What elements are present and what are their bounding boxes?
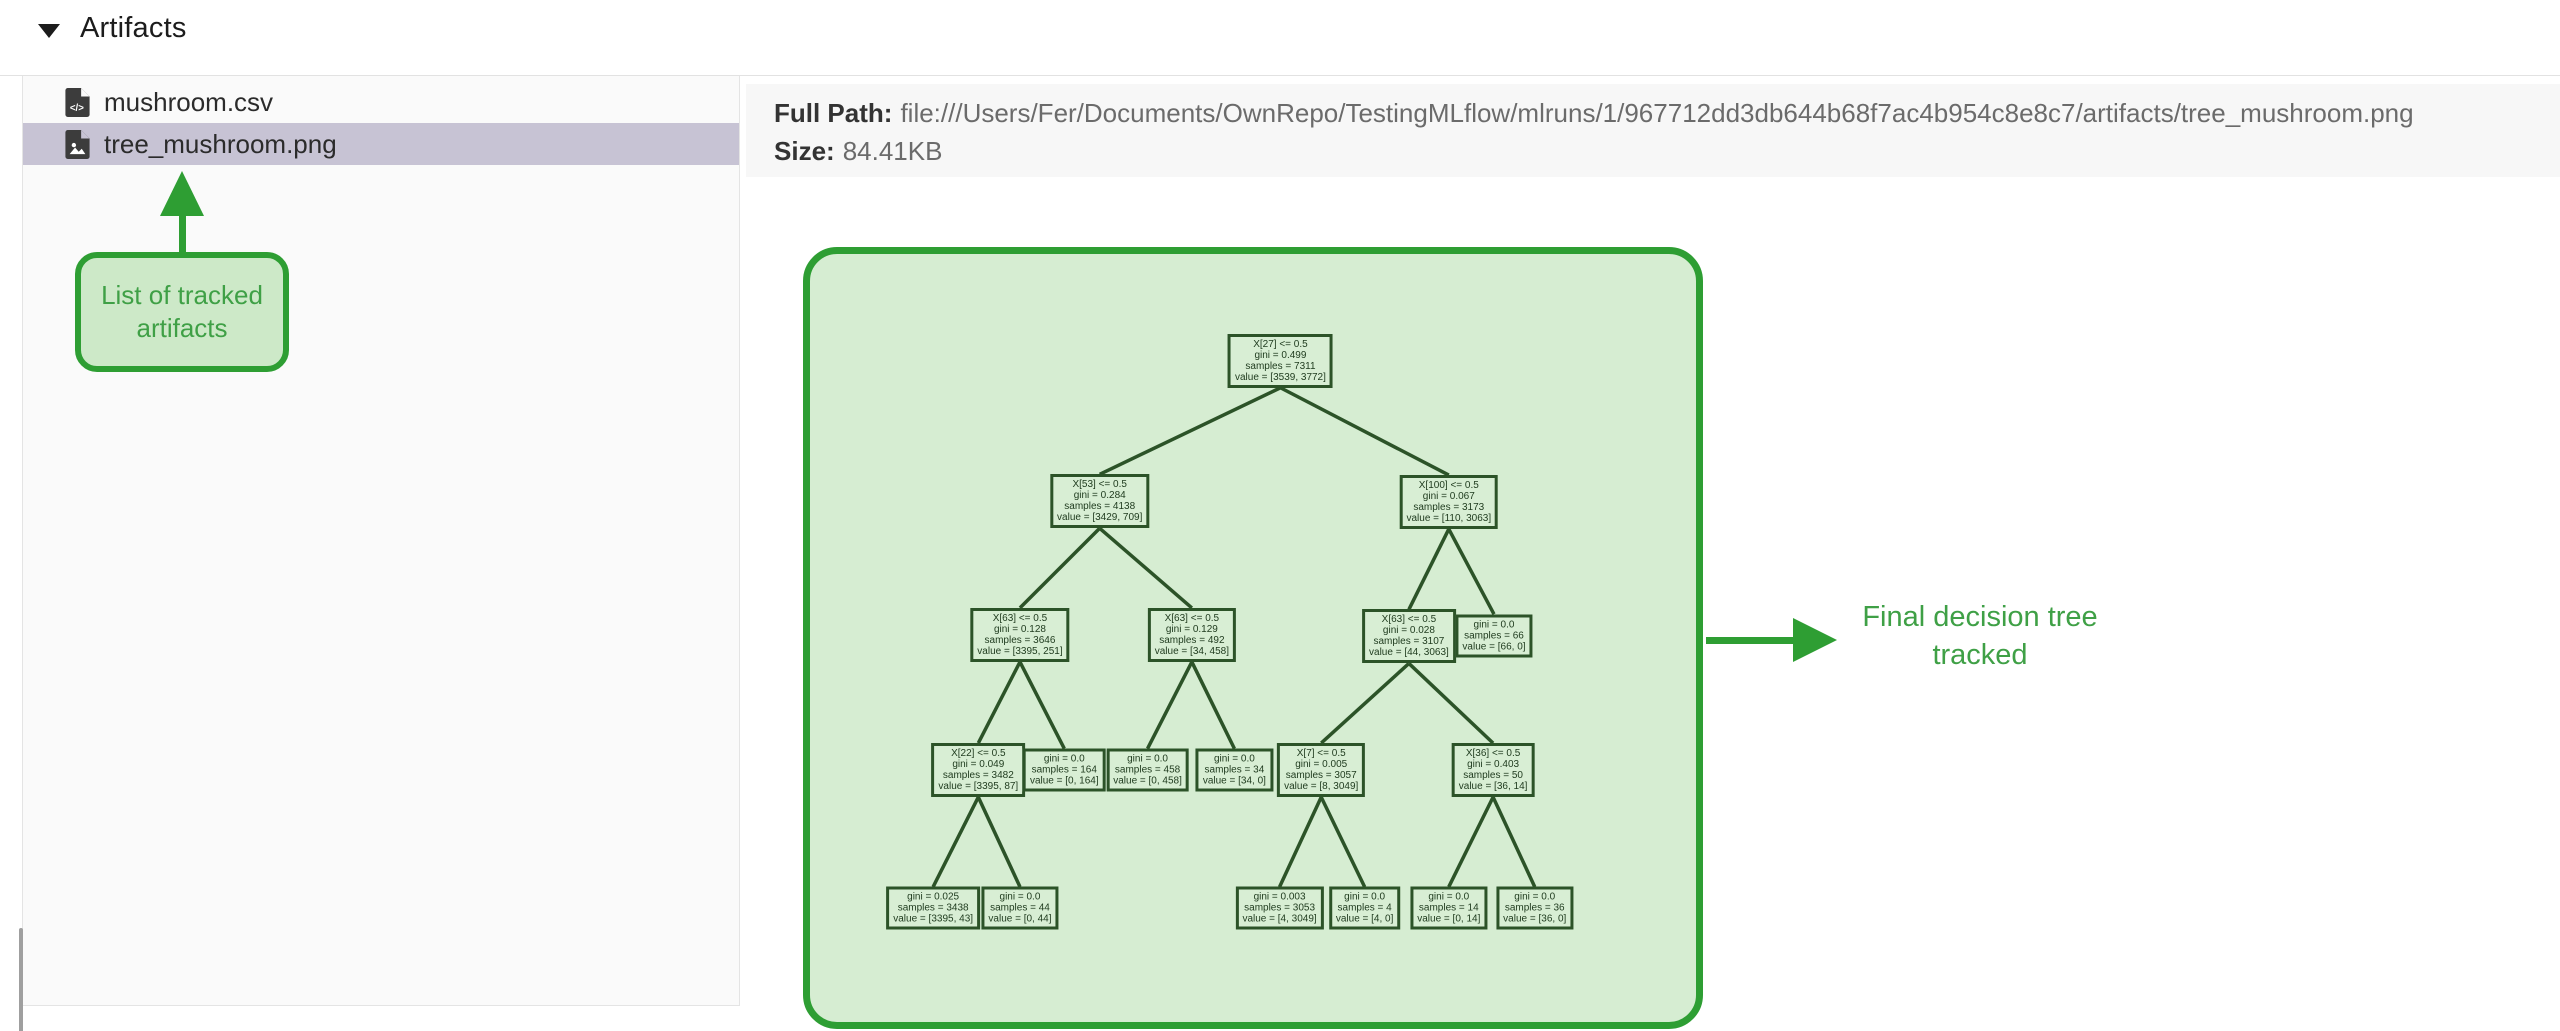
artifact-file-name: mushroom.csv bbox=[104, 86, 274, 117]
artifact-list-item-mushroom-csv[interactable]: </> mushroom.csv bbox=[23, 81, 739, 123]
right-arrow-line bbox=[1706, 637, 1794, 644]
svg-text:</>: </> bbox=[70, 102, 84, 113]
up-arrow-icon bbox=[160, 171, 204, 216]
size-value: 84.41KB bbox=[842, 136, 943, 166]
artifacts-section-header: Artifacts bbox=[38, 12, 187, 45]
artifact-list-item-tree-mushroom-png[interactable]: tree_mushroom.png bbox=[23, 123, 739, 165]
artifact-list-panel: </> mushroom.csv tree_mushroom.png bbox=[19, 76, 740, 1031]
annotation-text: tracked bbox=[1932, 639, 2028, 671]
size-row: Size:84.41KB bbox=[774, 132, 2560, 170]
page-title: Artifacts bbox=[80, 12, 187, 44]
code-file-icon: </> bbox=[65, 87, 90, 117]
full-path-value: file:///Users/Fer/Documents/OwnRepo/Test… bbox=[900, 98, 2414, 128]
annotation-list-of-tracked-artifacts: List of tracked artifacts bbox=[75, 252, 289, 372]
annotation-final-decision-tree: Final decision tree tracked bbox=[1830, 598, 2130, 674]
up-arrow-line bbox=[179, 214, 186, 254]
tree-edges bbox=[931, 386, 1537, 888]
full-path-row: Full Path:file:///Users/Fer/Documents/Ow… bbox=[774, 94, 2560, 132]
annotation-text: Final decision tree bbox=[1862, 601, 2098, 633]
list-scrollbar-thumb[interactable] bbox=[19, 928, 23, 1031]
collapse-section-icon[interactable] bbox=[38, 23, 60, 38]
annotation-text: artifacts bbox=[136, 313, 228, 343]
right-arrow-icon bbox=[1793, 618, 1837, 662]
artifact-file-name: tree_mushroom.png bbox=[104, 128, 337, 159]
size-label: Size: bbox=[774, 136, 835, 166]
artifact-detail-header: Full Path:file:///Users/Fer/Documents/Ow… bbox=[746, 84, 2560, 177]
image-file-icon bbox=[65, 129, 90, 159]
full-path-label: Full Path: bbox=[774, 98, 893, 128]
header-divider bbox=[0, 75, 2560, 76]
annotation-text: List of tracked bbox=[101, 280, 263, 310]
